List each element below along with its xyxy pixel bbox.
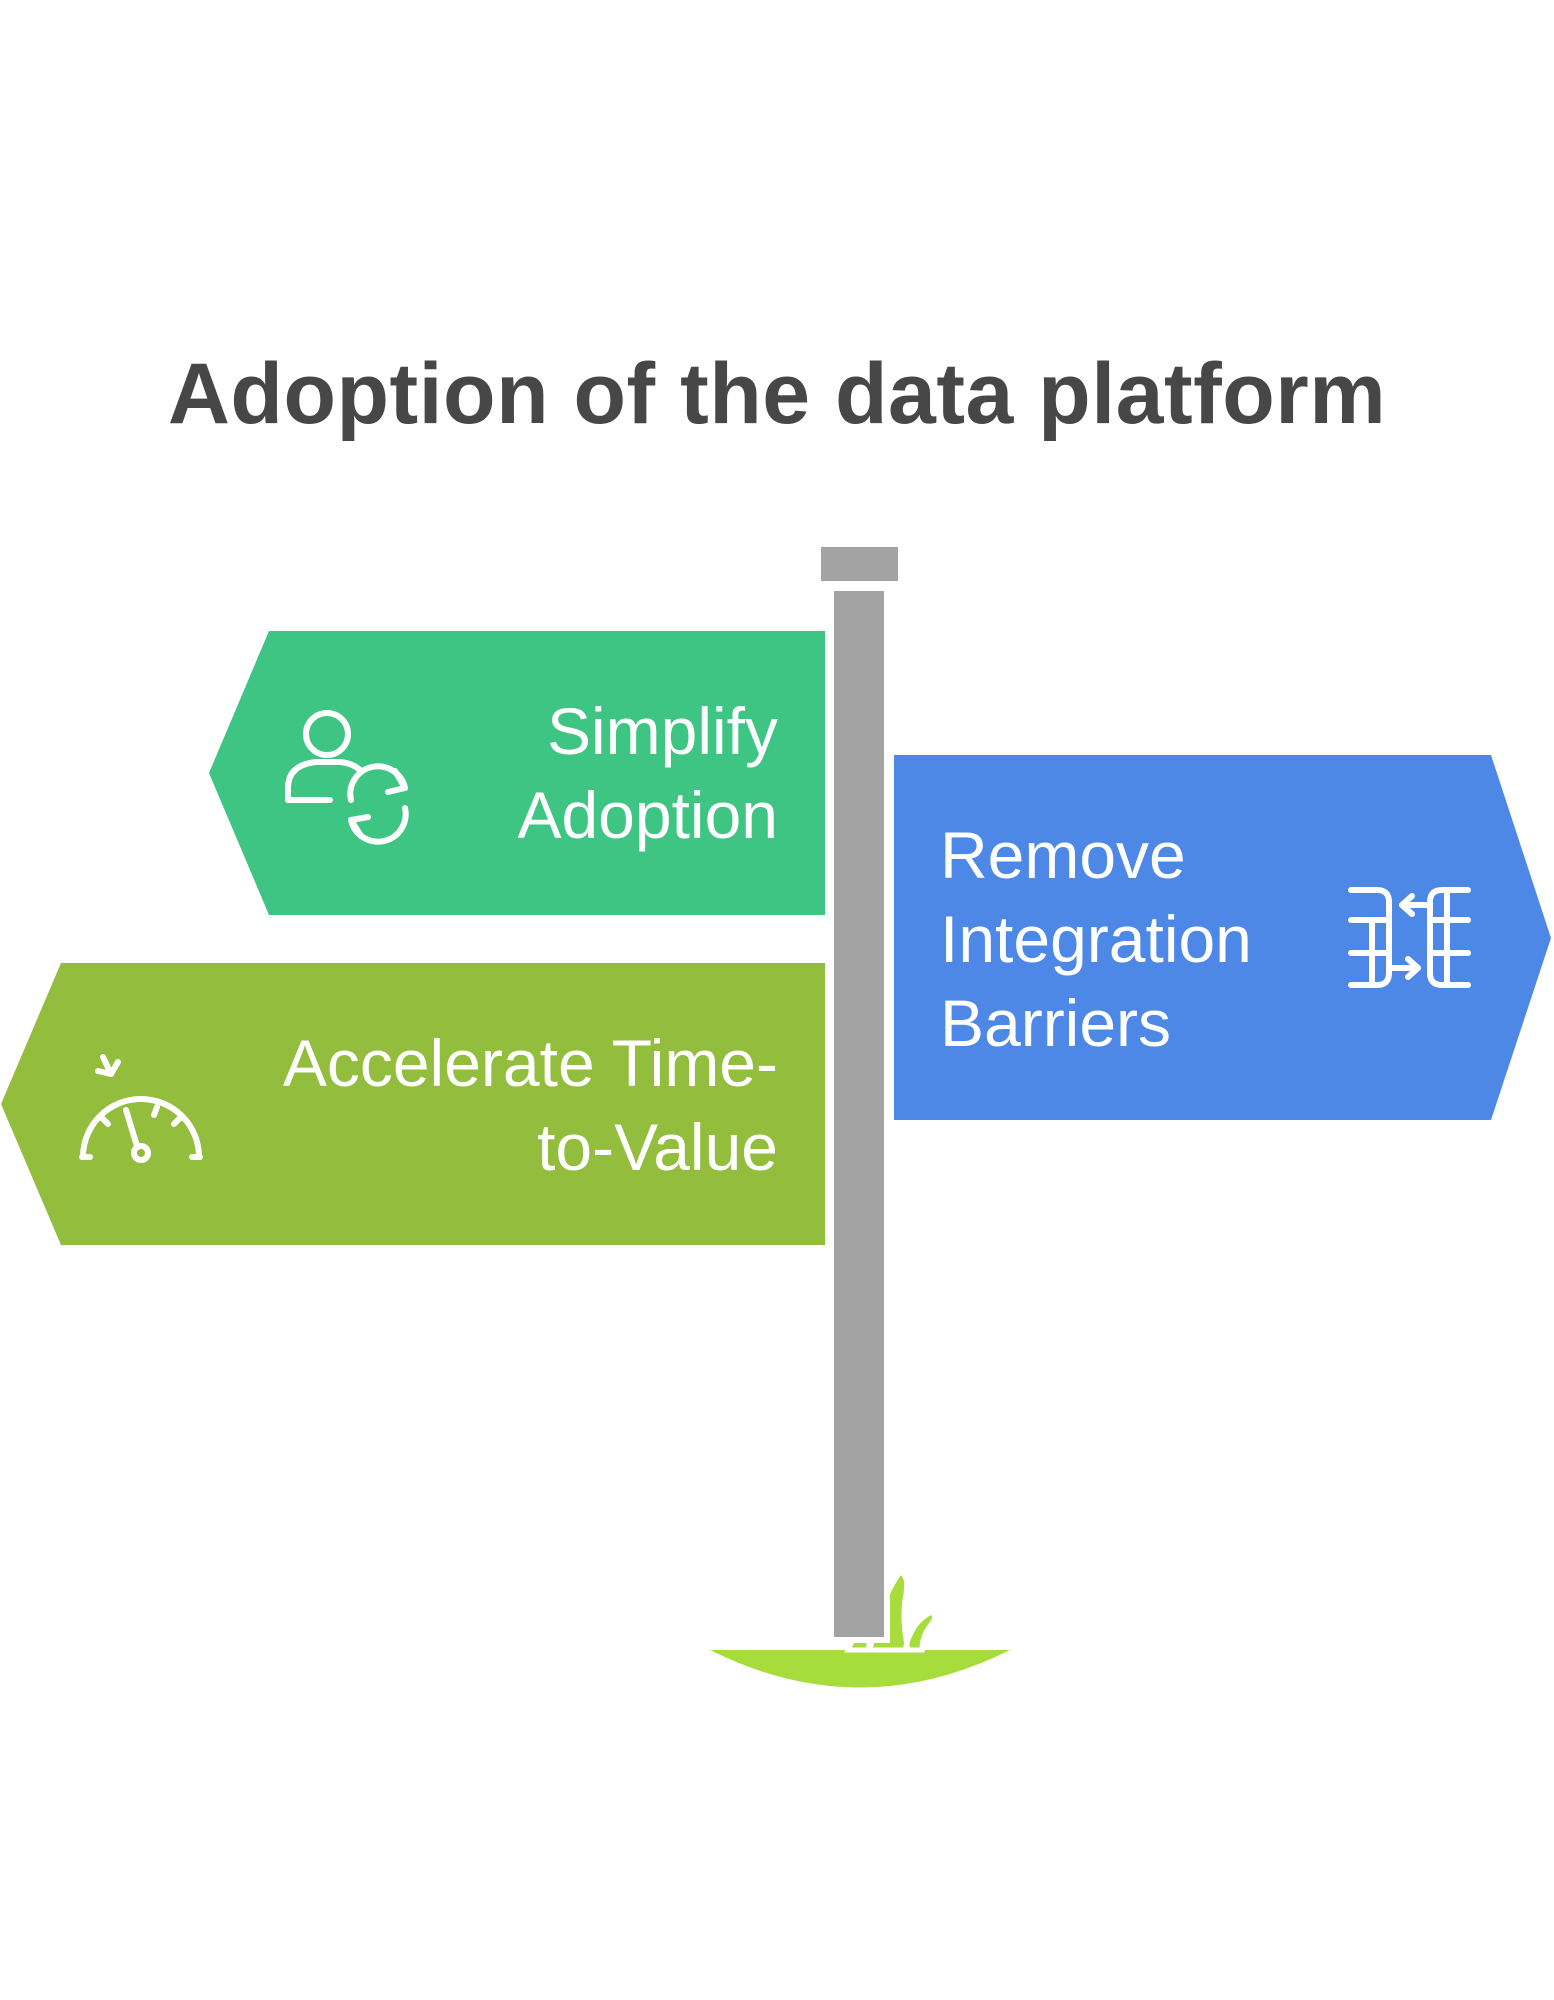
sign-simplify-label: Simplify Adoption <box>517 689 778 857</box>
sign-simplify-line-1: Simplify <box>546 694 778 768</box>
sign-simplify-line-2: Adoption <box>517 778 778 852</box>
speedometer-icon <box>79 1054 203 1163</box>
sign-accelerate-label: Accelerate Time- to-Value <box>283 1021 778 1189</box>
sign-integration-label: Remove Integration Barriers <box>940 813 1252 1065</box>
sign-accelerate-line-2: to-Value <box>537 1110 778 1184</box>
grass-mound <box>710 1650 1010 1688</box>
sign-integration-line-2: Integration <box>940 902 1252 976</box>
sign-accelerate-line-1: Accelerate Time- <box>282 1026 778 1100</box>
sign-simplify-adoption <box>209 631 825 915</box>
sign-integration-line-3: Barriers <box>940 986 1172 1060</box>
post-cap <box>821 547 898 581</box>
user-sync-icon <box>285 710 409 845</box>
post <box>828 585 890 1643</box>
sign-accelerate-time-to-value <box>1 963 825 1245</box>
data-transfer-icon <box>1348 887 1471 988</box>
sign-remove-integration-barriers <box>894 755 1551 1120</box>
page-title: Adoption of the data platform <box>167 346 1387 442</box>
sign-integration-line-1: Remove <box>940 818 1186 892</box>
